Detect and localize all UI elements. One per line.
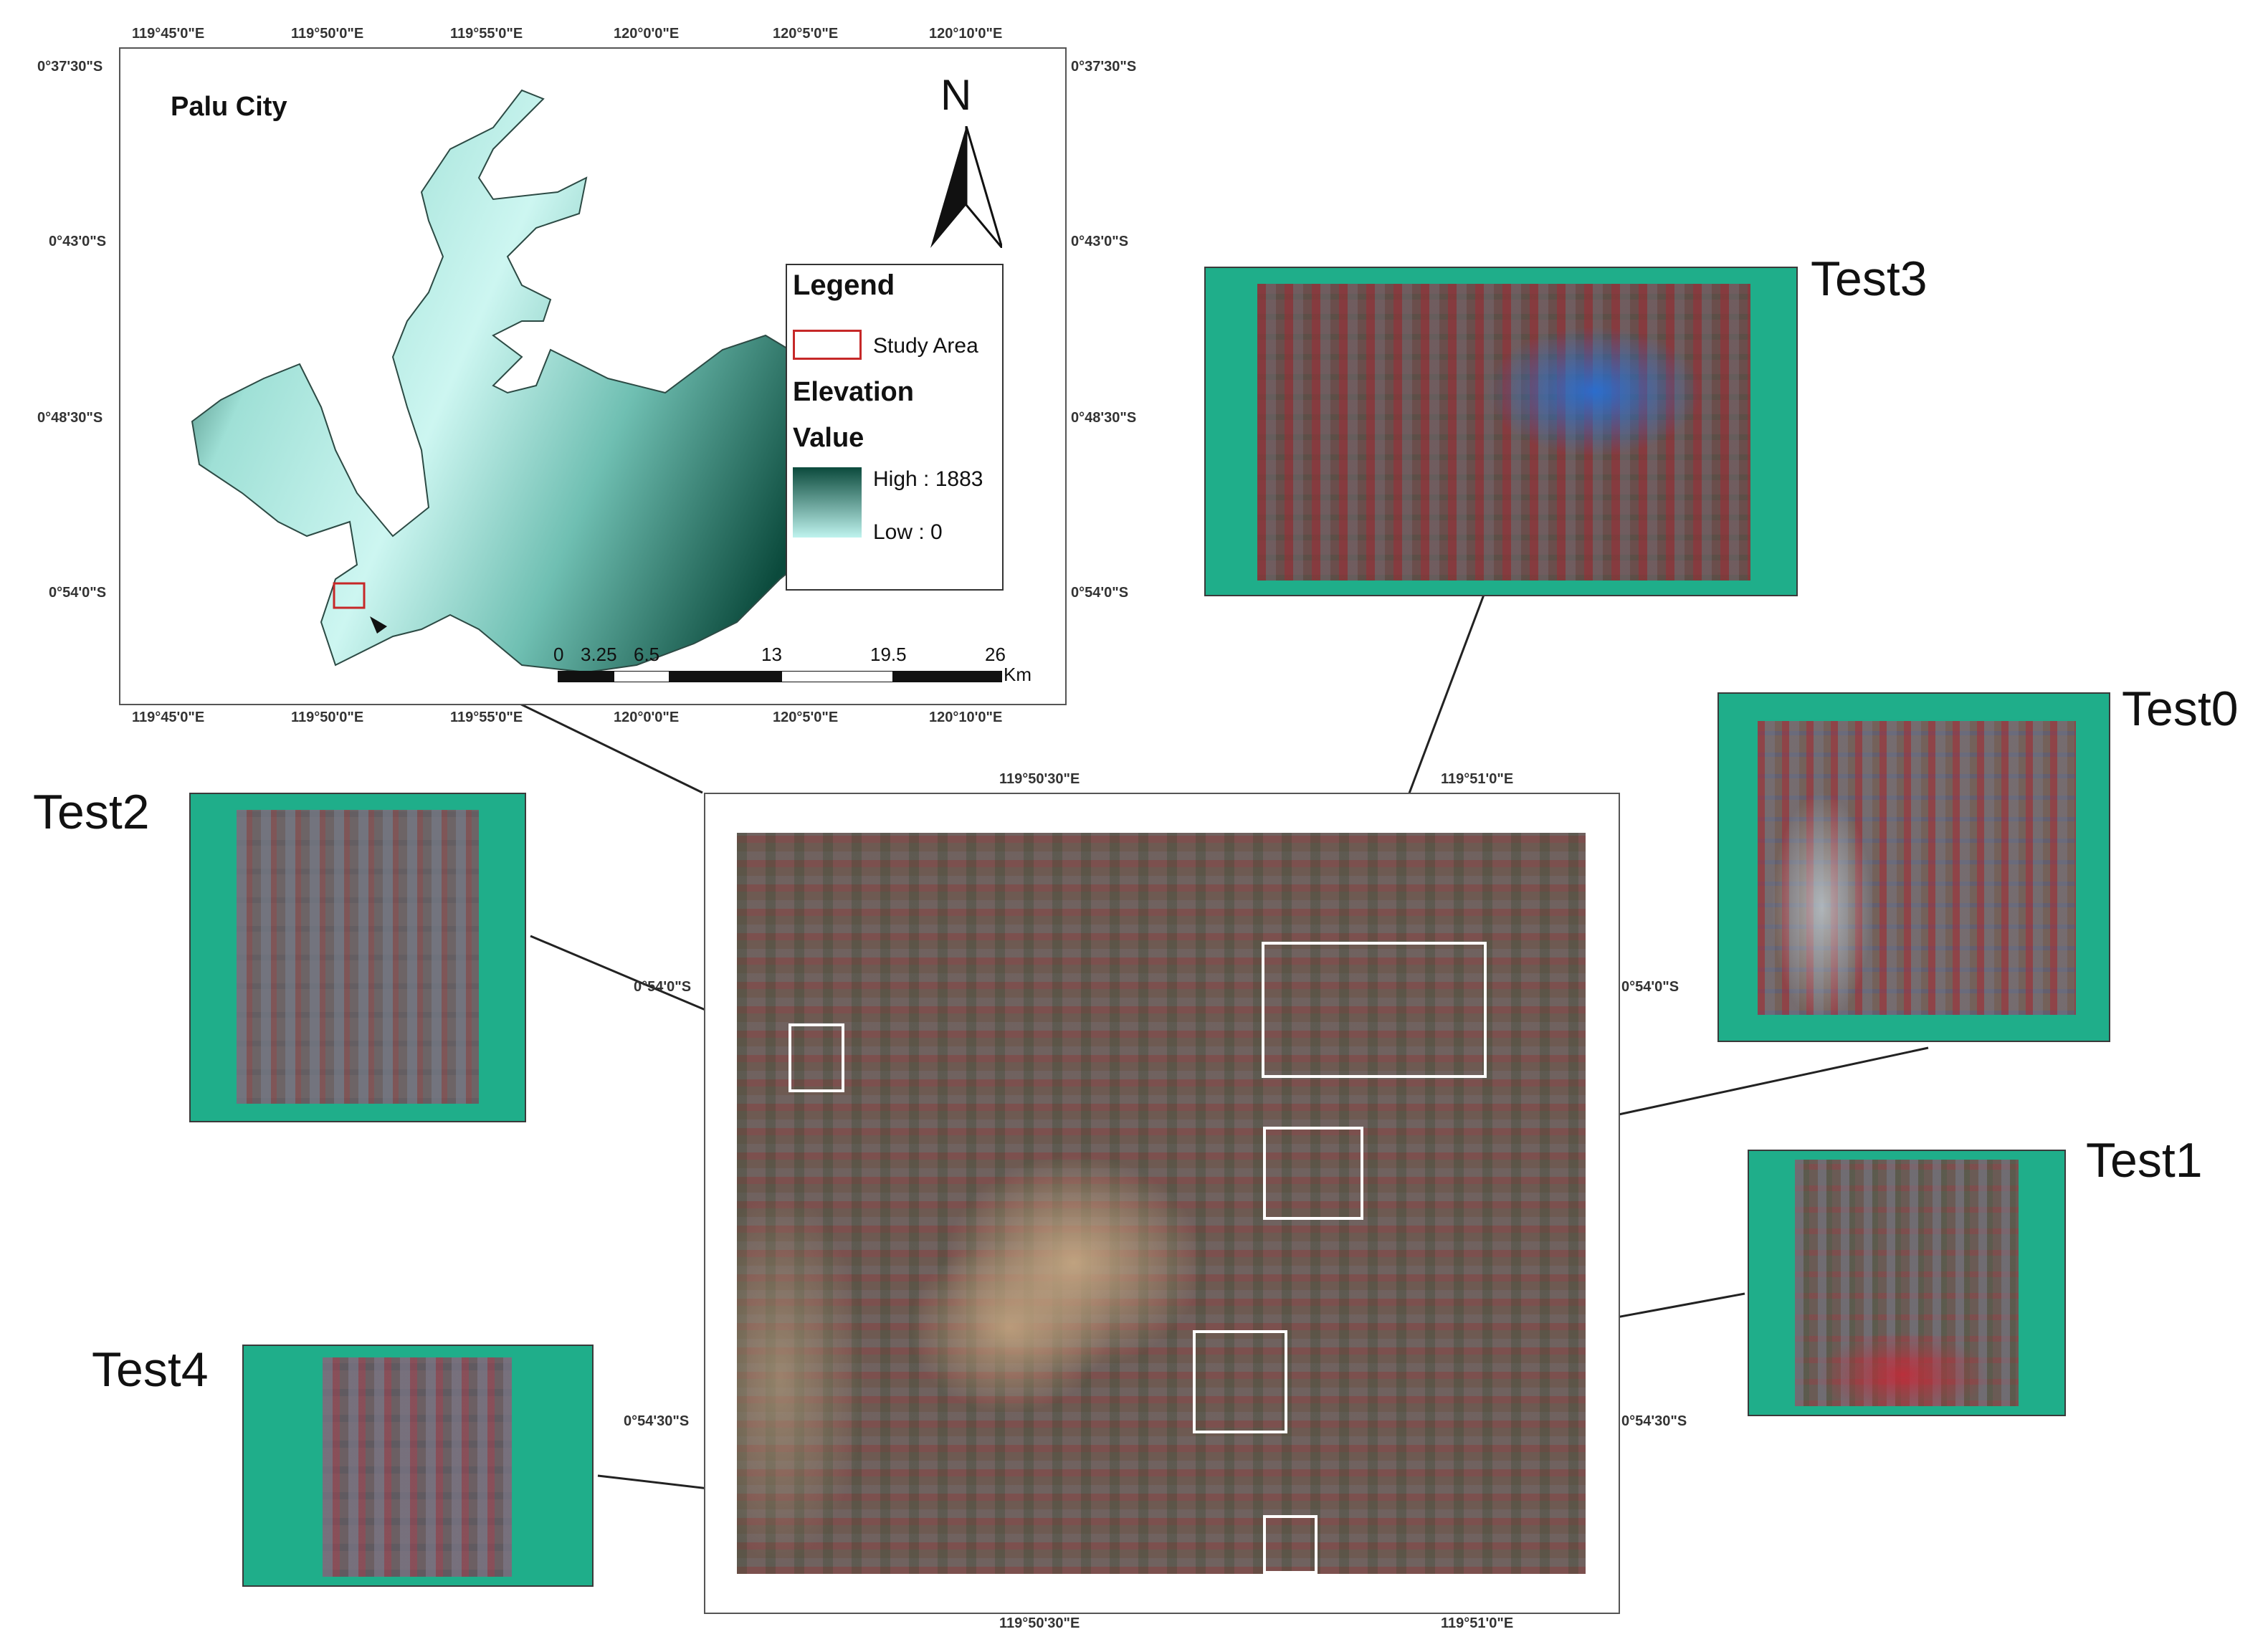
scale-label-3: 13 (761, 644, 782, 665)
overview-tick-right-1: 0°43'0"S (1071, 234, 1129, 249)
study-tick-right-0: 0°54'0"S (1621, 979, 1679, 995)
study-tick-right-1: 0°54'30"S (1621, 1413, 1687, 1429)
overview-tick-top-5: 120°10'0"E (929, 26, 1003, 42)
scale-label-4: 19.5 (870, 644, 907, 665)
connector-test0 (1585, 1046, 1929, 1123)
overview-map-frame: Palu City N Legend Study Area Elevation … (119, 47, 1067, 705)
inset-test4 (242, 1345, 594, 1587)
inset-test3-image (1257, 284, 1750, 581)
inset-test4-image (323, 1357, 512, 1577)
legend-low-label: Low : 0 (873, 520, 943, 544)
scale-label-1: 3.25 (581, 644, 617, 665)
north-label: N (940, 71, 972, 119)
inset-test0-image (1758, 721, 2076, 1015)
scale-segments (558, 671, 1002, 682)
elevation-map (191, 89, 838, 674)
inset-test4-label: Test4 (92, 1342, 209, 1397)
inset-test1-image (1795, 1160, 2019, 1406)
legend-elevation-label: Elevation (793, 377, 914, 407)
overview-tick-top-2: 119°55'0"E (450, 26, 523, 42)
legend-high-label: High : 1883 (873, 467, 983, 491)
study-tick-left-0: 0°54'0"S (634, 979, 692, 995)
scale-label-2: 6.5 (634, 644, 660, 665)
study-box-test2 (788, 1023, 844, 1092)
study-tick-top-1: 119°51'0"E (1441, 771, 1514, 787)
study-box-test1 (1193, 1330, 1287, 1433)
study-area-arrow-head (370, 616, 387, 634)
study-tick-bottom-1: 119°51'0"E (1441, 1615, 1514, 1631)
inset-test0-label: Test0 (2122, 682, 2239, 736)
study-area-imagery (737, 833, 1586, 1574)
scale-label-5: 26 (985, 644, 1006, 665)
scale-unit: Km (1004, 664, 1031, 685)
overview-tick-bottom-2: 119°55'0"E (450, 710, 523, 725)
inset-test2-label: Test2 (33, 785, 150, 839)
overview-tick-right-3: 0°54'0"S (1071, 585, 1129, 601)
overview-tick-bottom-4: 120°5'0"E (773, 710, 839, 725)
overview-tick-top-1: 119°50'0"E (291, 26, 364, 42)
study-tick-left-1: 0°54'30"S (624, 1413, 690, 1429)
study-area-marker (333, 582, 366, 609)
study-tick-bottom-0: 119°50'30"E (999, 1615, 1080, 1631)
overview-tick-top-3: 120°0'0"E (614, 26, 680, 42)
study-box-test3 (1262, 942, 1487, 1078)
overview-tick-top-4: 120°5'0"E (773, 26, 839, 42)
inset-test2-image (237, 810, 479, 1104)
overview-tick-left-1: 0°43'0"S (49, 234, 107, 249)
study-box-test4 (1263, 1515, 1318, 1574)
elevation-color-ramp (793, 467, 862, 538)
legend-box: Legend Study Area Elevation Value High :… (786, 264, 1004, 591)
overview-tick-left-0: 0°37'30"S (37, 59, 103, 75)
legend-value-label: Value (793, 423, 864, 453)
north-arrow-icon (930, 126, 1002, 248)
inset-test1-label: Test1 (2086, 1133, 2203, 1188)
overview-tick-top-0: 119°45'0"E (132, 26, 205, 42)
inset-test0 (1717, 692, 2110, 1042)
study-area-swatch (793, 330, 862, 360)
study-tick-top-0: 119°50'30"E (999, 771, 1080, 787)
overview-tick-bottom-0: 119°45'0"E (132, 710, 205, 725)
overview-tick-bottom-1: 119°50'0"E (291, 710, 364, 725)
overview-tick-left-2: 0°48'30"S (37, 410, 103, 426)
inset-test1 (1748, 1150, 2066, 1416)
inset-test3-label: Test3 (1811, 252, 1928, 306)
overview-tick-left-3: 0°54'0"S (49, 585, 107, 601)
overview-tick-right-0: 0°37'30"S (1071, 59, 1137, 75)
scale-bar: 0 3.25 6.5 13 19.5 26 Km (553, 644, 1031, 694)
overview-tick-right-2: 0°48'30"S (1071, 410, 1137, 426)
palu-city-boundary (191, 89, 838, 674)
inset-test3 (1204, 267, 1798, 596)
legend-study-area-label: Study Area (873, 334, 978, 358)
legend-title: Legend (793, 269, 895, 301)
map-title: Palu City (171, 92, 287, 122)
study-box-test0 (1263, 1127, 1363, 1220)
overview-tick-bottom-3: 120°0'0"E (614, 710, 680, 725)
scale-label-0: 0 (553, 644, 564, 665)
inset-test2 (189, 793, 526, 1122)
overview-tick-bottom-5: 120°10'0"E (929, 710, 1003, 725)
